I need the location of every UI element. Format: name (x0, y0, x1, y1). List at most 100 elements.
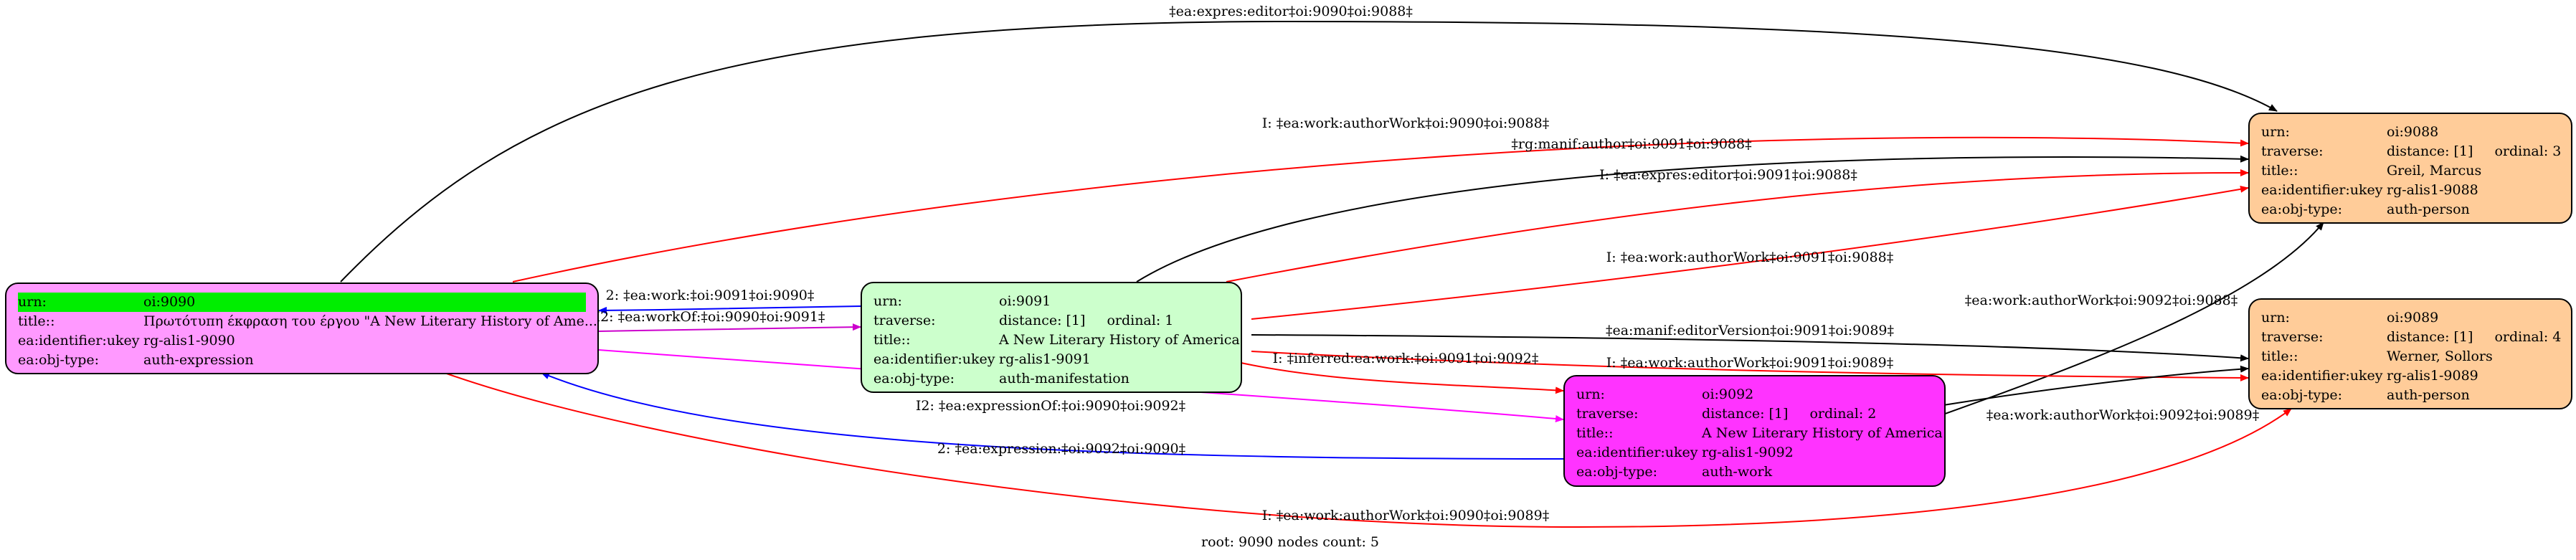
node-value: oi:9088 (2387, 124, 2439, 140)
node-value: auth-person (2387, 387, 2470, 403)
node-key: ea:identifier:ukey (18, 333, 140, 348)
node-value: Greil, Marcus (2387, 163, 2482, 179)
node-key: urn: (2261, 310, 2290, 326)
node-ordinal: ordinal: 1 (1107, 313, 1174, 328)
node-key: title:: (1576, 425, 1614, 441)
node-row-traverse: traverse: distance: [1] ordinal: 2 (1576, 404, 1933, 424)
node-row-type: ea:obj-type: auth-expression (18, 351, 586, 370)
node-distance: distance: [1] (2387, 329, 2473, 345)
node-row-title: title::Πρωτότυπη έκφραση του έργου "A Ne… (18, 312, 597, 331)
node-key: traverse: (2261, 329, 2324, 345)
node-row-type: ea:obj-type: auth-work (1576, 462, 1933, 482)
edge-label-e2: I: ‡ea:work:authorWork‡oi:9090‡oi:9088‡ (1262, 115, 1549, 131)
node-value: Πρωτότυπη έκφραση του έργου "A New Liter… (143, 313, 597, 329)
edge-line-e11 (598, 323, 861, 332)
node-distance: distance: [1] (999, 313, 1086, 328)
edge-label-e14: 2: ‡ea:expression:‡oi:9092‡oi:9090‡ (937, 441, 1185, 457)
node-row-urn: urn:oi:9090 (18, 293, 586, 312)
edge-line-e5 (1251, 185, 2249, 320)
node-key: urn: (873, 293, 902, 309)
edge-line-e15 (444, 372, 2292, 528)
edge-line-e9 (1943, 365, 2249, 406)
node-oi-9091[interactable]: urn:oi:9091 traverse:distance: [1]ordina… (861, 282, 1242, 393)
edge-line-e6 (1928, 222, 2324, 420)
node-row-urn: urn: oi:9089 (2261, 308, 2560, 328)
node-key: ea:identifier:ukey (873, 351, 995, 367)
node-oi-9089[interactable]: urn: oi:9089 traverse: distance: [1] ordina… (2248, 298, 2572, 409)
node-row-title: title::A New Literary History of America (873, 331, 1240, 350)
edge-line-e14 (541, 372, 1564, 460)
node-key: ea:obj-type: (873, 371, 955, 386)
edge-line-e1 (340, 20, 2278, 283)
node-value: A New Literary History of America (1702, 425, 1943, 441)
edge-line-e10 (598, 305, 861, 314)
node-key: ea:identifier:ukey (1576, 445, 1698, 460)
node-value: oi:9089 (2387, 310, 2439, 326)
edge-label-e4: I: ‡ea:expres:editor‡oi:9091‡oi:9088‡ (1599, 167, 1857, 183)
edge-label-e13: I: ‡inferred:ea:work:‡oi:9091‡oi:9092‡ (1273, 351, 1539, 366)
node-distance: distance: [1] (2387, 143, 2473, 159)
node-key: ea:obj-type: (2261, 387, 2343, 403)
node-value: rg-alis1-9090 (143, 333, 235, 348)
edge-label-e15: I: ‡ea:work:authorWork‡oi:9090‡oi:9089‡ (1262, 508, 1549, 523)
node-ordinal: ordinal: 3 (2494, 143, 2562, 159)
node-row-urn: urn:oi:9091 (873, 292, 1229, 311)
node-value: auth-work (1702, 464, 1773, 480)
node-key: urn: (2261, 124, 2290, 140)
node-value: rg-alis1-9088 (2387, 182, 2478, 198)
node-value: rg-alis1-9091 (999, 351, 1091, 367)
node-ordinal: ordinal: 4 (2494, 329, 2562, 345)
node-row-type: ea:obj-type:auth-manifestation (873, 369, 1229, 389)
node-key: ea:identifier:ukey (2261, 368, 2383, 384)
node-key: title:: (18, 313, 55, 329)
node-value: auth-expression (143, 352, 254, 368)
node-value: auth-person (2387, 201, 2470, 217)
node-row-urn: urn:oi:9092 (1576, 385, 1933, 404)
edge-line-e7 (1251, 334, 2249, 362)
edge-label-e1: ‡ea:expres:editor‡oi:9090‡oi:9088‡ (1169, 4, 1413, 19)
node-row-title: title::Greil, Marcus (2261, 161, 2560, 181)
node-row-type: ea:obj-type: auth-person (2261, 386, 2560, 405)
node-key: urn: (1576, 386, 1605, 402)
node-row-title: title::A New Literary History of America (1576, 424, 1943, 443)
node-distance: distance: [1] (1702, 406, 1789, 422)
node-ordinal: ordinal: 2 (1809, 406, 1877, 422)
node-row-type: ea:obj-type: auth-person (2261, 200, 2560, 219)
node-value: rg-alis1-9092 (1702, 445, 1794, 460)
node-key: ea:obj-type: (1576, 464, 1658, 480)
edge-label-e8: I: ‡ea:work:authorWork‡oi:9091‡oi:9089‡ (1606, 355, 1893, 371)
node-value: rg-alis1-9089 (2387, 368, 2478, 384)
edge-label-e12: I2: ‡ea:expressionOf:‡oi:9090‡oi:9092‡ (916, 398, 1185, 414)
edge-label-e9: ‡ea:work:authorWork‡oi:9092‡oi:9089‡ (1987, 407, 2259, 423)
edge-line-e4 (1226, 169, 2249, 283)
node-row-traverse: traverse:distance: [1]ordinal: 1 (873, 311, 1229, 331)
node-value: A New Literary History of America (999, 332, 1240, 348)
edge-line-e3 (1136, 155, 2249, 283)
edge-label-e5: I: ‡ea:work:authorWork‡oi:9091‡oi:9088‡ (1606, 250, 1893, 265)
node-key: urn: (18, 293, 143, 312)
node-row-title: title::Werner, Sollors (2261, 347, 2560, 366)
node-row-traverse: traverse: distance: [1] ordinal: 3 (2261, 142, 2562, 161)
node-key: ea:obj-type: (18, 352, 100, 368)
node-key: ea:obj-type: (2261, 201, 2343, 217)
node-oi-9090[interactable]: urn:oi:9090 title::Πρωτότυπη έκφραση του… (5, 283, 599, 374)
edge-line-e8 (1251, 351, 2249, 381)
node-key: ea:identifier:ukey (2261, 182, 2383, 198)
node-row-traverse: traverse: distance: [1] ordinal: 4 (2261, 328, 2562, 347)
node-row-ukey: ea:identifier:ukey rg-alis1-9092 (1576, 443, 1933, 462)
node-key: traverse: (1576, 406, 1639, 422)
node-value: oi:9090 (143, 293, 586, 312)
node-oi-9092[interactable]: urn:oi:9092 traverse: distance: [1] ordina… (1563, 375, 1946, 487)
node-oi-9088[interactable]: urn: oi:9088 traverse: distance: [1] ordina… (2248, 113, 2572, 224)
node-key: title:: (2261, 163, 2298, 179)
edge-label-e7: ‡ea:manif:editorVersion‡oi:9091‡oi:9089‡ (1606, 323, 1894, 338)
edge-label-e11: I2: ‡ea:workOf:‡oi:9090‡oi:9091‡ (595, 309, 825, 325)
node-value: Werner, Sollors (2387, 348, 2493, 364)
edge-line-e2 (512, 136, 2249, 283)
node-row-urn: urn: oi:9088 (2261, 123, 2560, 142)
edge-label-e6: ‡ea:work:authorWork‡oi:9092‡oi:9088‡ (1965, 293, 2238, 308)
node-key: traverse: (2261, 143, 2324, 159)
